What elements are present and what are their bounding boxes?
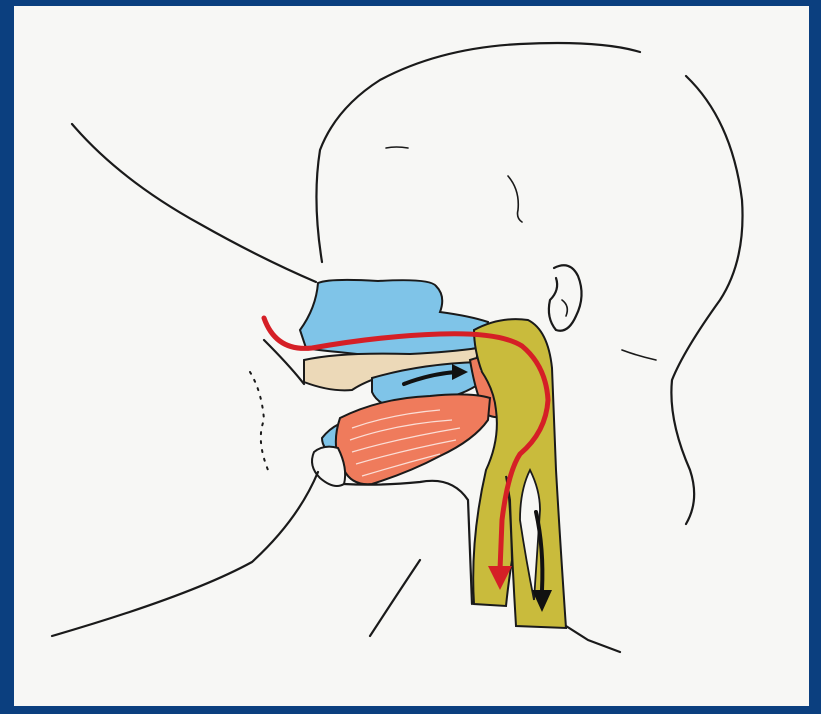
head-outline xyxy=(316,43,640,262)
chin-neck-outline xyxy=(344,481,472,604)
face-profile xyxy=(72,124,316,282)
jaw-outline xyxy=(52,472,318,636)
lower-lip xyxy=(312,447,345,486)
pharynx xyxy=(473,319,566,628)
ear xyxy=(549,265,582,330)
tongue xyxy=(336,394,490,484)
neck-lower-line xyxy=(370,560,420,636)
cheek-dots xyxy=(250,372,268,470)
back-of-head xyxy=(671,76,742,524)
eyebrow xyxy=(386,147,408,148)
back-neck-outline xyxy=(566,626,620,652)
eye-fold xyxy=(508,176,522,222)
cheek-line xyxy=(622,350,656,360)
ear-inner xyxy=(562,300,567,316)
